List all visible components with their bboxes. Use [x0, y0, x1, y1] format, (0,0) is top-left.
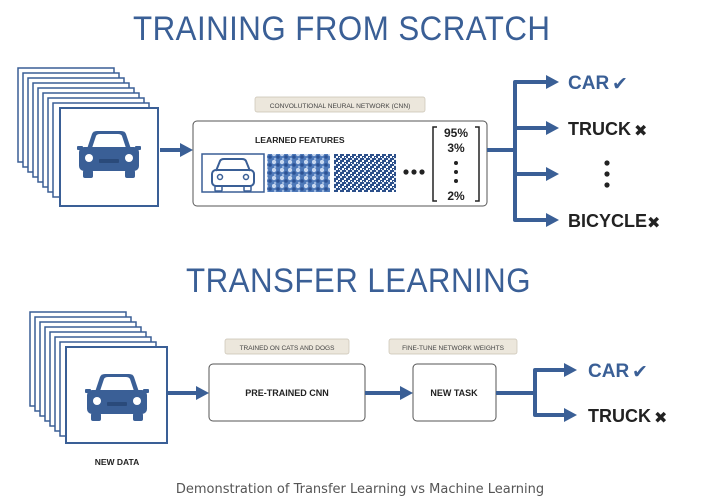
new-data-label: NEW DATA — [95, 457, 140, 467]
output-bicycle-top: BICYCLE — [568, 211, 647, 231]
finetune-label-tag: FINE-TUNE NETWORK WEIGHTS — [388, 338, 518, 355]
score-car: 95% — [444, 126, 468, 140]
finetune-label-text: FINE-TUNE NETWORK WEIGHTS — [402, 345, 504, 352]
output-truck-bottom: TRUCK — [588, 406, 651, 426]
cnn-label-text: CONVOLUTIONAL NEURAL NETWORK (CNN) — [270, 103, 411, 110]
image-stack-bottom — [29, 311, 168, 444]
cross-icon: ✖ — [647, 215, 660, 232]
feature-map-noise — [334, 154, 396, 192]
image-stack-top — [17, 67, 159, 207]
output-car-top: CAR — [568, 73, 609, 94]
pretrained-cnn-label: PRE-TRAINED CNN — [245, 388, 329, 398]
output-truck-top: TRUCK — [568, 119, 631, 139]
output-branches-bottom — [496, 363, 577, 422]
checkmark-icon: ✔ — [612, 74, 628, 95]
title-transfer-learning: TRANSFER LEARNING — [186, 262, 531, 300]
trained-label-tag: TRAINED ON CATS AND DOGS — [224, 338, 350, 355]
new-task-label: NEW TASK — [430, 388, 478, 398]
score-vector: 95% 3% 2% — [432, 126, 480, 203]
score-truck: 3% — [447, 141, 465, 155]
ellipsis-dots — [403, 169, 425, 175]
figure-caption: Demonstration of Transfer Learning vs Ma… — [175, 482, 545, 497]
score-bicycle: 2% — [447, 189, 465, 203]
learned-features-label: LEARNED FEATURES — [255, 135, 345, 145]
cross-icon: ✖ — [634, 123, 647, 140]
cross-icon: ✖ — [654, 410, 667, 427]
trained-label-text: TRAINED ON CATS AND DOGS — [240, 345, 336, 352]
cnn-label-tag: CONVOLUTIONAL NEURAL NETWORK (CNN) — [254, 96, 426, 113]
title-training-from-scratch: TRAINING FROM SCRATCH — [133, 10, 551, 48]
checkmark-icon: ✔ — [632, 362, 648, 383]
output-car-bottom: CAR — [588, 361, 629, 382]
feature-map-blur — [267, 154, 330, 192]
output-more-dots — [604, 160, 610, 188]
output-branches-top — [487, 75, 559, 227]
